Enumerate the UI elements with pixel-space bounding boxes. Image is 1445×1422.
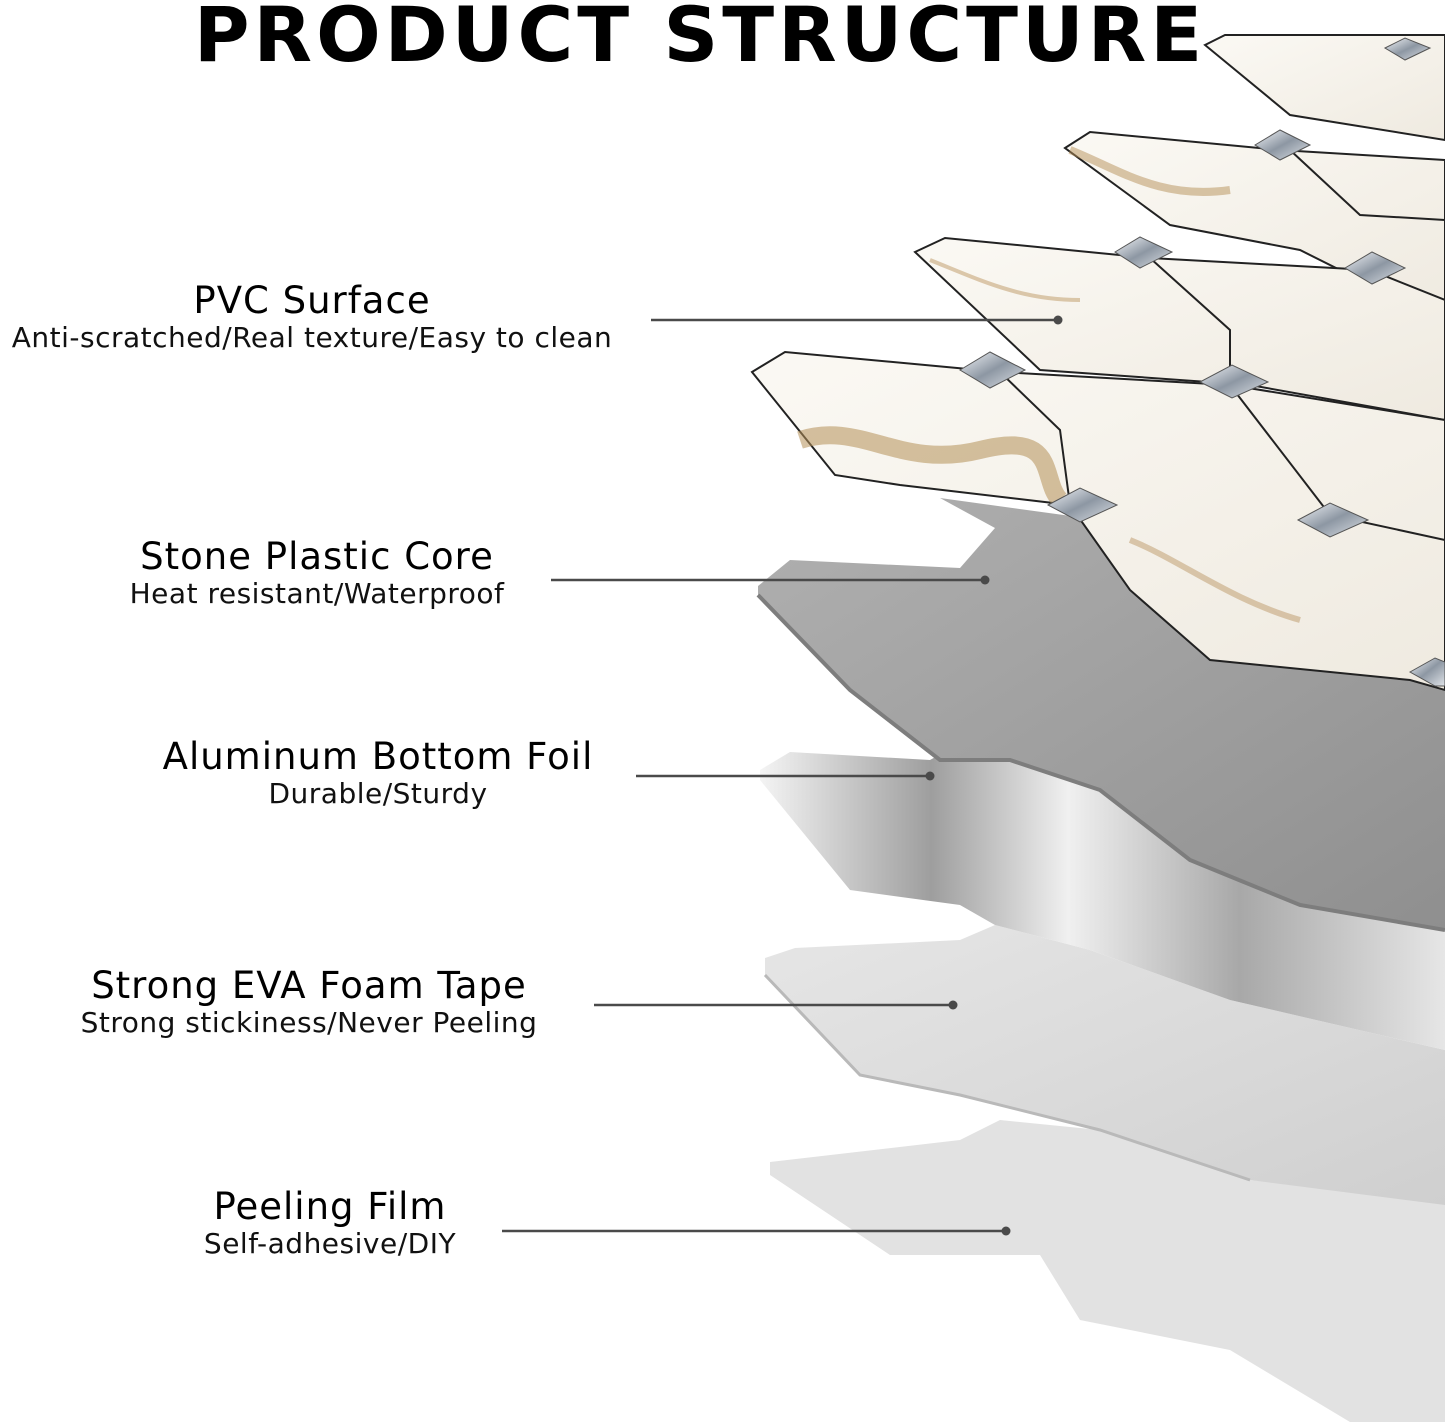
layer-name: Aluminum Bottom Foil [162, 735, 594, 778]
grout-line [1289, 149, 1445, 221]
layer-description: Strong stickiness/Never Peeling [80, 1006, 538, 1039]
grout-line [999, 371, 1071, 506]
crystal-gem [1198, 364, 1270, 399]
layer-description: Self-adhesive/DIY [203, 1227, 457, 1260]
leader-dot-pvc-surface [1053, 315, 1063, 325]
layer-name: Peeling Film [213, 1185, 447, 1228]
layer-description: Durable/Sturdy [268, 777, 488, 810]
leader-lines [502, 315, 1063, 1236]
marble-vein [1068, 146, 1231, 196]
marble-vein [929, 258, 1081, 302]
pvc-surface-layer [750, 34, 1445, 692]
crystal-gem [1254, 129, 1312, 161]
foam-tape-layer [765, 925, 1445, 1205]
crystal-gem [1408, 657, 1445, 687]
crystal-gem [1383, 37, 1432, 61]
layer-label-aluminum-bottom-foil: Aluminum Bottom Foil Durable/Sturdy [140, 737, 616, 811]
crystal-gem [1344, 251, 1407, 285]
marble-tile [913, 236, 1445, 422]
crystal-gem [959, 351, 1027, 389]
layer-description: Heat resistant/Waterproof [129, 577, 505, 610]
core-layer-edge [756, 593, 1445, 932]
leader-dot-foam-tape [948, 1000, 958, 1010]
layer-description: Anti-scratched/Real texture/Easy to clea… [11, 321, 613, 354]
crystal-gem [1046, 487, 1119, 523]
layer-label-pvc-surface: PVC Surface Anti-scratched/Real texture/… [0, 281, 624, 355]
layer-label-stone-plastic-core: Stone Plastic Core Heat resistant/Waterp… [103, 537, 531, 611]
leader-dot-peeling-film [1001, 1226, 1011, 1236]
marble-tile [1203, 34, 1445, 142]
crystal-gem [1296, 502, 1370, 538]
layer-name: Strong EVA Foam Tape [91, 964, 527, 1007]
layer-label-peeling-film: Peeling Film Self-adhesive/DIY [190, 1187, 470, 1261]
leader-dot-stone-core [980, 575, 990, 585]
layer-name: PVC Surface [193, 279, 431, 322]
marble-vein [1128, 537, 1301, 623]
leader-dot-aluminum-foil [925, 771, 935, 781]
layer-label-eva-foam-tape: Strong EVA Foam Tape Strong stickiness/N… [60, 966, 558, 1040]
layer-name: Stone Plastic Core [140, 535, 494, 578]
crystal-gem [1114, 236, 1174, 269]
foam-tape-edge [763, 973, 1251, 1182]
marble-vein [797, 426, 1068, 507]
page-title: PRODUCT STRUCTURE [193, 0, 1207, 79]
peeling-film-layer [770, 1120, 1445, 1422]
